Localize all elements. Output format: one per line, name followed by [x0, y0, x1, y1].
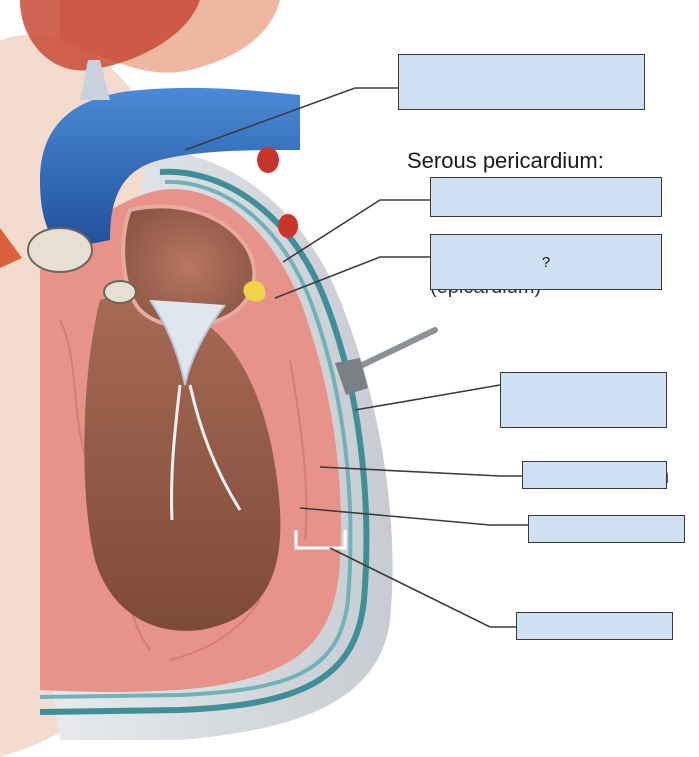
- label-box-myocardium[interactable]: [522, 461, 667, 489]
- label-box-endocardium[interactable]: [528, 515, 685, 543]
- label-box-pericardial-cavity[interactable]: [500, 372, 667, 428]
- pulmonary-vessel-2: [278, 214, 298, 238]
- leader-line-6: [299, 507, 528, 526]
- label-box-heart-wall[interactable]: [516, 612, 673, 640]
- leader-lines: [184, 87, 528, 628]
- red-vessel-top: [20, 0, 200, 71]
- chordae-tendineae: [170, 384, 242, 521]
- ventricle-cavity: [84, 296, 281, 631]
- label-box-fibrous-pericardium[interactable]: [398, 54, 645, 110]
- serous-pericardium-heading: Serous pericardium:: [407, 148, 604, 173]
- valve-leaflet: [149, 299, 226, 386]
- visceral-layer: [39, 179, 353, 699]
- leader-line-5: [319, 466, 522, 477]
- leader-line-3: [274, 256, 430, 299]
- retractor-handle: [349, 327, 438, 373]
- parietal-layer: [39, 168, 370, 715]
- label-box-visceral-layer[interactable]: ?: [430, 234, 662, 290]
- epicardial-fat: [243, 280, 266, 302]
- selected-box-question-mark: ?: [541, 253, 551, 271]
- leader-line-7: [329, 547, 516, 628]
- retractor-clamp: [335, 358, 368, 395]
- vessel-branch: [80, 60, 110, 100]
- valve-cusp-small: [103, 280, 137, 304]
- left-arrow: [0, 228, 22, 268]
- wall-bracket: [294, 530, 347, 550]
- valve-cusp-left: [27, 227, 93, 273]
- superior-vena-cava: [40, 87, 300, 251]
- leader-line-1: [184, 87, 400, 151]
- label-box-parietal-layer[interactable]: [430, 177, 662, 217]
- pulmonary-vessel-1: [257, 147, 279, 173]
- leader-line-2: [282, 199, 430, 263]
- leader-line-4: [354, 384, 501, 411]
